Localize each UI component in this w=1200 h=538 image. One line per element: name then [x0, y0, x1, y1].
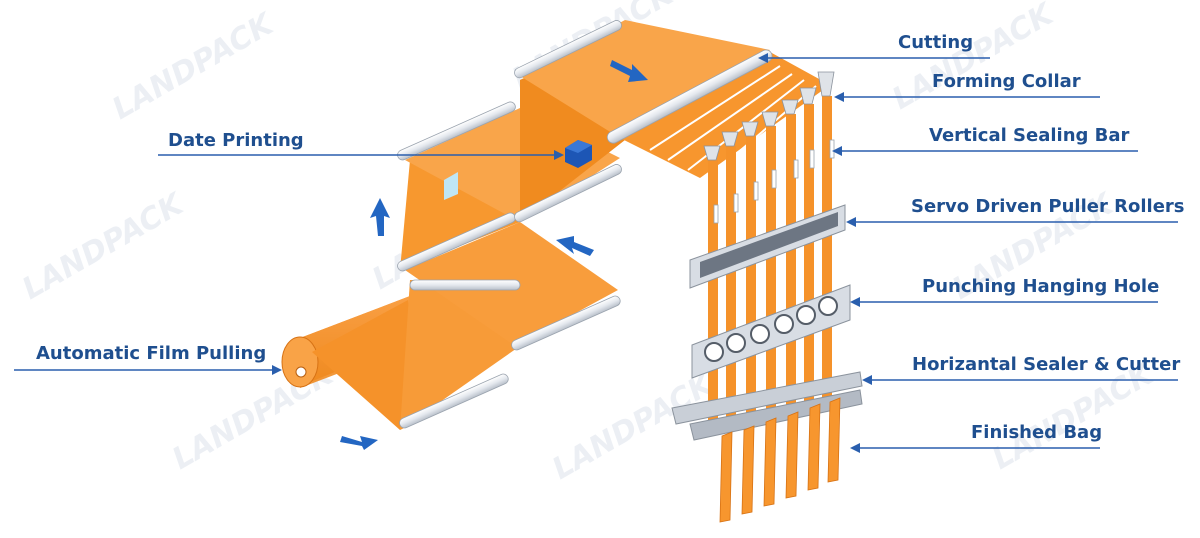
arrow-icon — [556, 236, 594, 256]
horizontal-sealer — [671, 371, 863, 441]
film-sheet — [312, 300, 420, 430]
servo-puller-plate — [689, 204, 846, 289]
flow-arrows — [340, 60, 648, 450]
punching-plate — [691, 284, 851, 379]
label-date-printing: Date Printing — [168, 130, 304, 151]
film-window — [444, 172, 458, 200]
forming-collars — [703, 71, 835, 161]
film-path — [281, 20, 830, 430]
label-cutting: Cutting — [898, 32, 974, 53]
watermark-text: LANDPACK — [17, 186, 192, 307]
roller — [514, 20, 622, 79]
arrow-icon — [610, 60, 648, 82]
film-roll-end — [281, 336, 319, 388]
label-horizontal-sealer-cutter: Horizantal Sealer & Cutter — [912, 354, 1181, 375]
label-automatic-film-pulling: Automatic Film Pulling — [36, 343, 267, 364]
label-finished-bag: Finished Bag — [971, 422, 1103, 443]
finished-bags — [719, 397, 841, 523]
film-rollers — [397, 20, 773, 429]
arrow-icon — [370, 198, 390, 236]
label-servo-driven-puller-rollers: Servo Driven Puller Rollers — [911, 196, 1185, 217]
label-vertical-sealing-bar: Vertical Sealing Bar — [929, 125, 1130, 146]
roller — [511, 295, 621, 351]
date-printer — [565, 140, 592, 168]
roller — [409, 279, 521, 291]
arrow-icon — [340, 436, 378, 450]
label-forming-collar: Forming Collar — [932, 71, 1081, 92]
roller — [399, 373, 509, 429]
leader-lines — [14, 53, 1178, 453]
roller — [397, 101, 516, 161]
cutting-roller — [606, 49, 773, 144]
bag-tube — [708, 96, 832, 422]
vertical-bag-tubes — [671, 71, 863, 523]
roller — [514, 164, 622, 223]
label-punching-hanging-hole: Punching Hanging Hole — [922, 276, 1160, 297]
watermark-text: LANDPACK — [107, 6, 282, 127]
